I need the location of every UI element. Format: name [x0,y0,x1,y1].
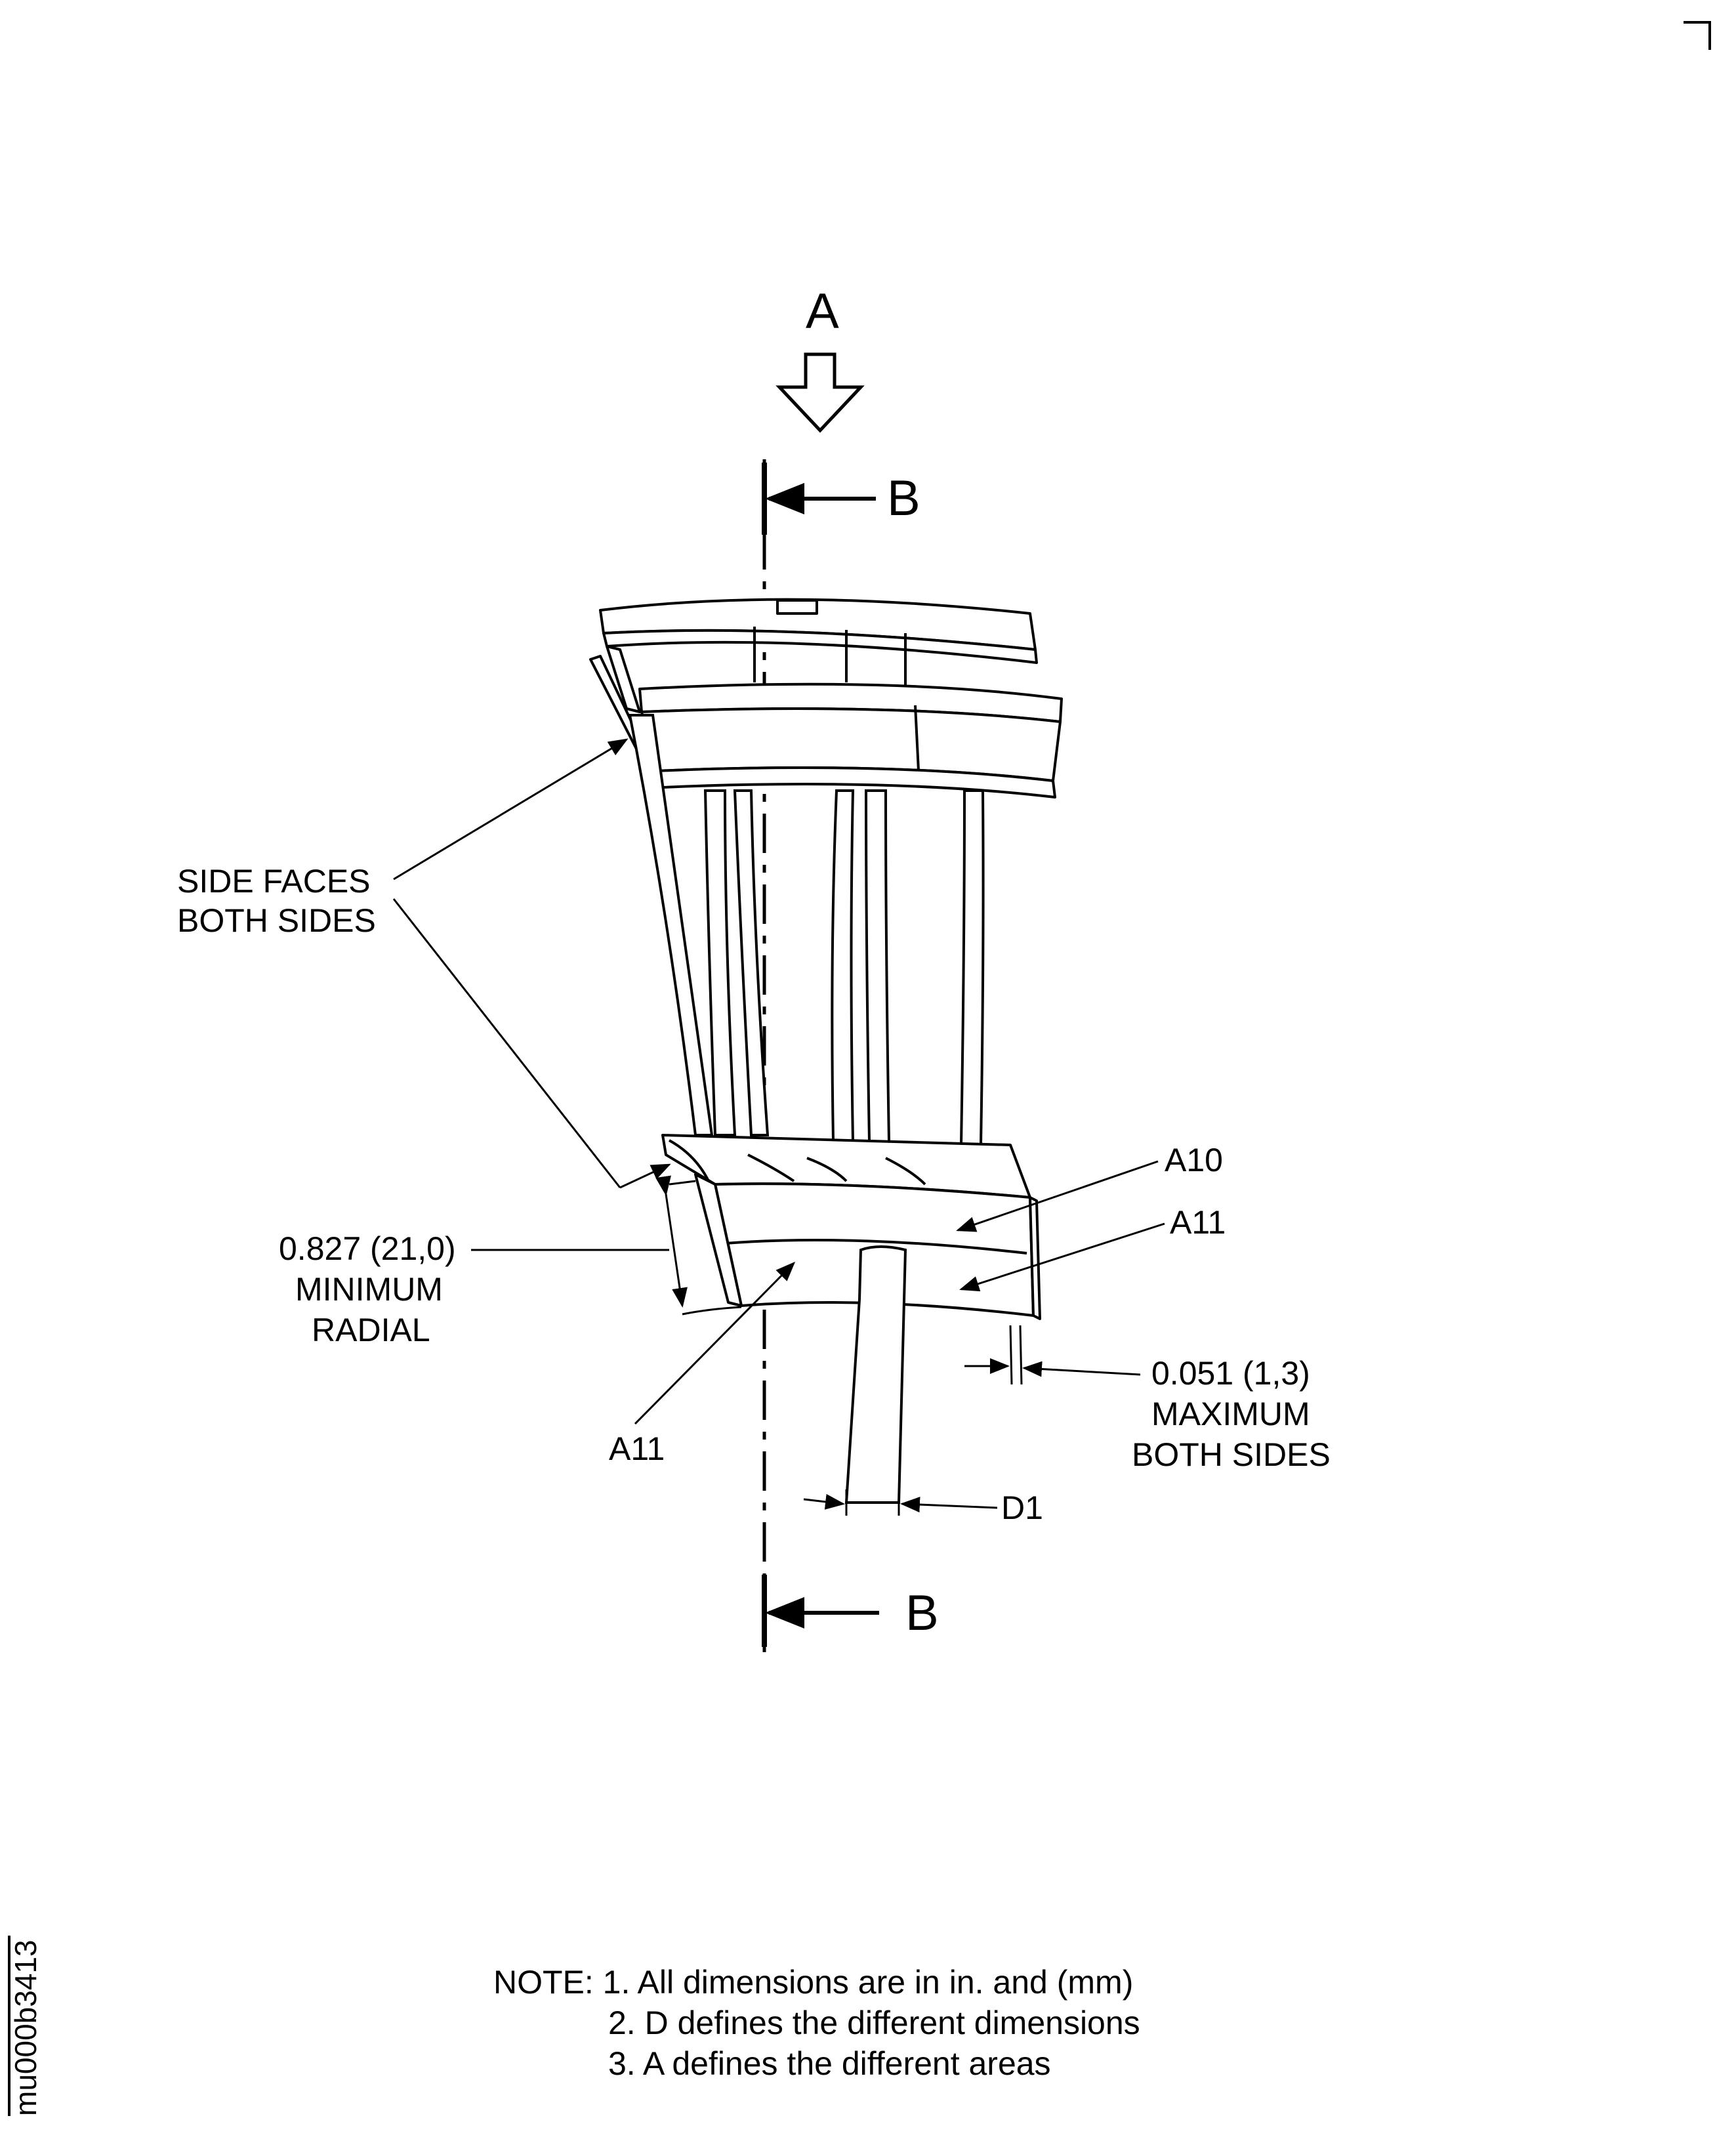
radial-label-2: MINIMUM [295,1271,443,1308]
max-label-1: 0.051 (1,3) [1151,1355,1310,1392]
note-line-1: NOTE: 1. All dimensions are in in. and (… [493,1964,1134,2001]
view-arrow-icon [775,352,865,433]
section-label-bottom: B [905,1585,939,1641]
note-line-2: 2. D defines the different dimensions [608,2004,1140,2041]
inner-platform [661,1134,1041,1320]
view-arrow-label: A [806,283,839,339]
note-line-3: 3. A defines the different areas [608,2045,1051,2082]
max-label-3: BOTH SIDES [1132,1436,1331,1473]
d1-label: D1 [1001,1489,1043,1526]
figure-id: mu000b3413 [9,1940,43,2116]
corner-mark [1684,21,1711,50]
section-label-top: B [887,470,920,526]
max-label-2: MAXIMUM [1151,1396,1310,1432]
radial-label-1: 0.827 (21,0) [279,1230,456,1267]
figure-id-bar [8,1936,10,2116]
a11-left-label: A11 [609,1430,665,1467]
a11-right-label: A11 [1170,1204,1226,1241]
outer-shroud [599,598,1038,713]
a10-label: A10 [1165,1142,1223,1178]
radial-label-3: RADIAL [312,1312,430,1348]
side-faces-label-1: SIDE FACES [177,863,371,900]
side-faces-label-2: BOTH SIDES [177,902,376,939]
notes-block: NOTE: 1. All dimensions are in in. and (… [493,1962,1140,2084]
stem [844,1245,907,1504]
